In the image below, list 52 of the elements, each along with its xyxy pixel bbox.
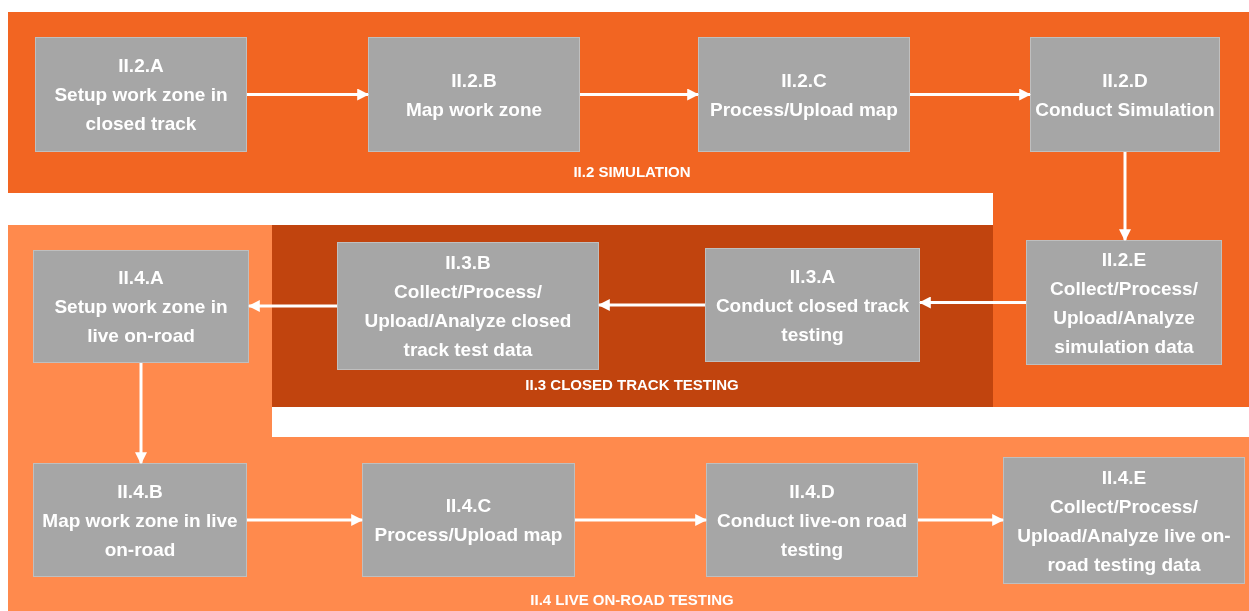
step-description: Setup work zone in closed track: [53, 83, 229, 136]
step-id: II.2.D: [1102, 68, 1148, 93]
arrow: [580, 88, 700, 101]
process-box: [35, 37, 247, 152]
step-description: Collect/Process/ Upload/Analyze live on-road testing data: [1016, 494, 1232, 577]
step-description: Conduct Simulation: [1035, 97, 1215, 122]
step-description: Map work zone: [405, 97, 543, 122]
step-id: II.4.B: [117, 479, 163, 504]
arrow: [910, 88, 1032, 101]
band-title: II.2 SIMULATION: [573, 163, 691, 181]
process-box: [1003, 457, 1245, 584]
process-box: [33, 250, 249, 363]
step-id: II.4.A: [118, 266, 164, 290]
arrow: [597, 299, 705, 311]
process-box: [362, 463, 575, 577]
step-description: Conduct live-on road testing: [716, 508, 908, 562]
step-id: II.4.C: [445, 494, 492, 518]
process-box: [698, 37, 910, 152]
arrow: [247, 300, 337, 312]
step-id: II.3.B: [445, 251, 491, 275]
band-title: II.3 CLOSED TRACK TESTING: [525, 376, 739, 394]
step-id: II.2.A: [118, 54, 164, 78]
process-box: [1026, 240, 1222, 365]
process-box: [33, 463, 247, 577]
process-box: [337, 242, 599, 370]
step-description: Process/Upload map: [374, 523, 563, 547]
step-id: II.2.C: [781, 68, 827, 93]
step-description: Setup work zone in live on-road: [53, 295, 229, 348]
step-description: Collect/Process/ Upload/Analyze simulation data: [1049, 276, 1199, 359]
closed-track-band: [272, 225, 993, 407]
step-id: II.2.E: [1101, 247, 1147, 272]
arrow: [135, 363, 147, 465]
step-id: II.4.E: [1101, 465, 1147, 490]
arrow: [247, 514, 364, 526]
arrow: [575, 514, 708, 526]
step-id: II.3.A: [789, 264, 836, 289]
process-box: [1030, 37, 1220, 152]
step-description: Process/Upload map: [710, 97, 898, 122]
arrow: [918, 514, 1005, 526]
step-id: II.4.D: [789, 479, 835, 504]
band-title: II.4 LIVE ON-ROAD TESTING: [530, 591, 734, 609]
step-id: II.2.B: [451, 68, 497, 93]
arrow: [1119, 152, 1131, 242]
process-box: [705, 248, 920, 362]
step-description: Collect/Process/ Upload/Analyze closed track test data: [363, 280, 573, 362]
live-road-band: [8, 225, 1249, 611]
step-description: Conduct closed track testing: [714, 293, 911, 347]
arrow: [247, 88, 370, 101]
process-box: [706, 463, 918, 577]
arrow: [918, 296, 1026, 309]
process-box: [368, 37, 580, 152]
step-description: Map work zone in live on-road: [41, 508, 239, 562]
